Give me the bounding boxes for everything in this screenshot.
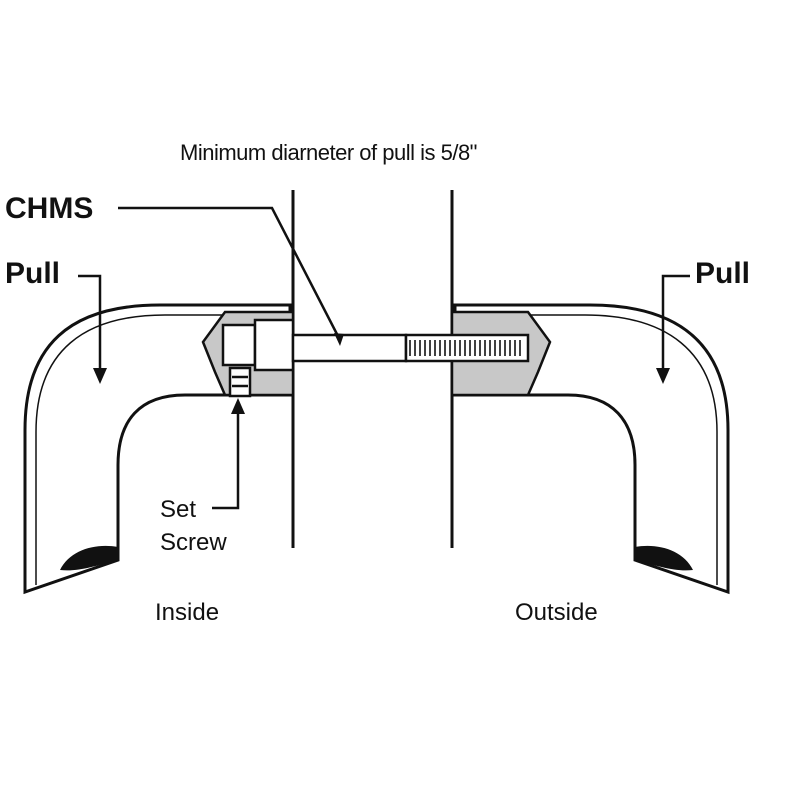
chms-leader [118, 206, 344, 346]
pull-right-leader [656, 274, 690, 384]
outside-label: Outside [515, 599, 598, 626]
set-screw [228, 366, 252, 398]
pull-left-leader [78, 274, 107, 384]
set-screw-label-line2: Screw [160, 529, 227, 556]
diameter-note: Minimum diarneter of pull is 5/8" [180, 140, 477, 165]
pull-right-label: Pull [695, 257, 750, 290]
inside-label: Inside [155, 599, 219, 626]
set-screw-leader [212, 398, 245, 510]
pull-left-label: Pull [5, 257, 60, 290]
set-screw-label-line1: Set [160, 496, 196, 523]
through-bolt [291, 333, 530, 363]
left-mount [201, 310, 295, 397]
chms-label: CHMS [5, 192, 93, 225]
